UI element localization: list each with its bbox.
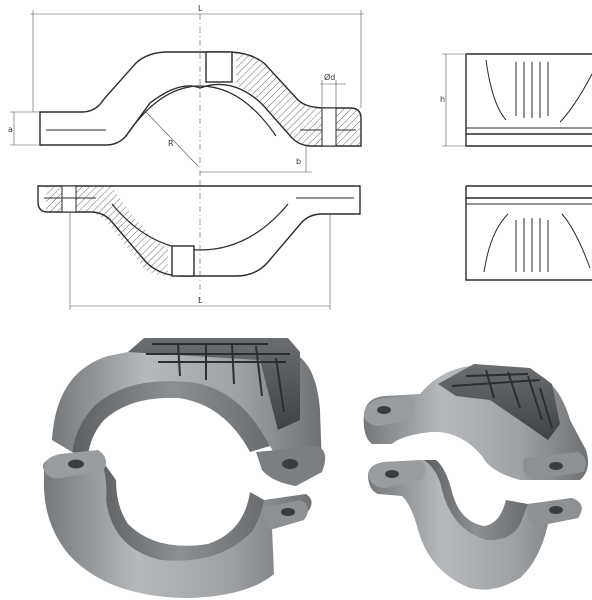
render-right-upper-bolt-hole-left	[377, 406, 391, 414]
label-hole-diameter: Ød	[324, 72, 335, 82]
lower-bolt-hole	[61, 185, 77, 213]
upper-hatch-right	[236, 52, 361, 146]
lower-slot	[171, 245, 195, 277]
render-left-lower-shell	[43, 452, 312, 598]
clamp-render-left	[43, 338, 326, 598]
upper-half-section-view	[39, 51, 362, 147]
render-left-upper-shell	[52, 350, 322, 486]
render-right-upper-bolt-hole-right	[549, 462, 563, 470]
render-right-rib-lines	[451, 369, 553, 429]
side-dimension	[442, 53, 466, 147]
side-upper-outline	[465, 53, 592, 147]
label-offset: b	[296, 157, 301, 166]
side-upper-ribs	[515, 62, 549, 118]
label-thickness: a	[8, 125, 13, 134]
upper-dimension-lines	[10, 10, 364, 176]
render-right-lower-shell	[368, 460, 581, 590]
upper-half-inner-arc	[125, 85, 277, 137]
render-left-rib-lines	[146, 343, 290, 413]
render-right-lower-bolt-hole-right	[549, 506, 563, 514]
render-left-rib-cage	[128, 338, 300, 430]
lower-half-section-view	[37, 185, 361, 277]
side-lower-ribs	[515, 218, 549, 272]
render-left-lower-bolt-hole-right	[281, 508, 295, 516]
render-left-lower-bolt-hole	[68, 459, 84, 469]
clamp-render-right	[363, 364, 588, 590]
side-lower-outline	[465, 185, 592, 281]
radius-leader	[145, 111, 199, 167]
side-upper-rib-curve-right	[559, 73, 592, 123]
label-height: h	[440, 95, 445, 104]
lower-dimension-lines	[69, 180, 331, 310]
upper-bolt-hole	[321, 107, 337, 147]
upper-slot	[205, 51, 233, 83]
label-length-bottom: L	[198, 296, 203, 305]
side-lower-rib-curve-left	[483, 213, 509, 273]
label-radius: R	[168, 139, 174, 148]
side-view-upper	[465, 53, 592, 147]
render-right-lower-inner	[424, 460, 528, 541]
side-upper-rib-curve-left	[485, 59, 507, 121]
render-left-lower-inner	[96, 452, 264, 561]
render-left-upper-bolt-hole	[282, 459, 298, 469]
side-view-lower	[465, 185, 592, 281]
side-lower-rib-curve-right	[561, 213, 591, 269]
render-right-lower-bolt-hole-left	[385, 470, 399, 478]
label-length-top: L	[198, 4, 203, 13]
render-left-upper-inner	[72, 380, 270, 456]
